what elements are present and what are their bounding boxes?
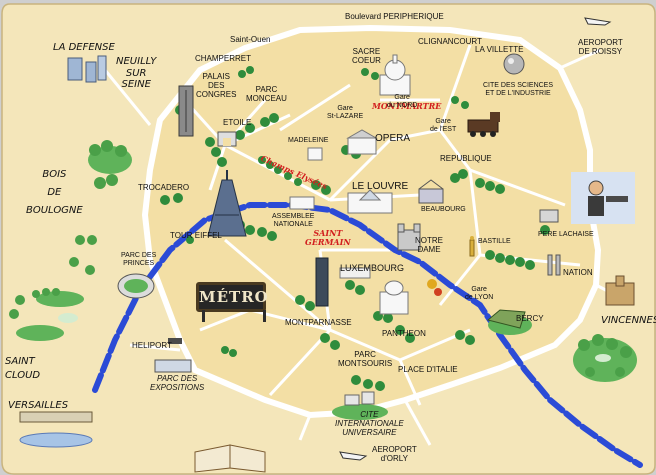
label-saint-germain: SAINT GERMAIN [305,228,351,248]
label-peripherique: Boulevard PERIPHERIQUE [345,12,444,21]
label-cite-sciences: CITE DES SCIENCES ET DE L'INDUSTRIE [483,82,554,98]
palais-des-congres-tower-icon [178,85,194,137]
label-neuilly: NEUILLY SUR SEINE [116,56,157,90]
flowers-icon [427,279,442,296]
parc-expositions-icon [154,359,192,373]
louvre-icon [347,189,393,214]
assemblee-nationale-icon [289,196,315,210]
airplane-roissy-icon [584,17,612,26]
cite-des-sciences-geode-icon [503,53,525,75]
nation-column-icon [547,254,561,276]
arc-de-triomphe-icon [217,131,237,147]
label-gare-est: Gare de l'EST [430,118,457,134]
label-bastille: BASTILLE [478,238,511,245]
label-luxembourg: LUXEMBOURG [340,263,405,273]
montparnasse-tower-icon [315,257,329,307]
pantheon-icon [379,280,409,315]
bois-de-vincennes-greenery [573,334,637,382]
tourist-photographer-icon [571,172,635,224]
label-parc-montsouris: PARC MONTSOURIS [338,350,393,369]
label-notre-dame: NOTRE DAME [415,236,443,255]
label-vincennes: VINCENNES [601,315,656,326]
parc-des-princes-stadium-icon [117,273,155,299]
helicopter-icon [168,338,182,344]
label-beaubourg: BEAUBOURG [421,206,466,213]
pere-lachaise-icon [539,209,559,223]
label-montparnasse: MONTPARNASSE [285,318,352,327]
label-nation: NATION [563,268,593,277]
eiffel-tower-icon [207,170,247,237]
label-place-italie: PLACE D'ITALIE [398,365,458,374]
cite-universitaire-building-icon [344,391,375,406]
label-aeroport-roissy: AEROPORT DE ROISSY [578,38,623,57]
bois-de-boulogne-greenery [9,140,132,341]
label-parc-expositions: PARC DES EXPOSITIONS [150,374,205,393]
luxembourg-palace-icon [339,267,371,279]
opera-icon [346,129,378,155]
vincennes-castle-icon [605,275,635,306]
label-cite-universitaire: CITE INTERNATIONALE UNIVERSAIRE [335,410,404,438]
cite-universitaire-lawn [332,404,388,420]
label-gare-st-lazare: Gare St-LAZARE [327,105,364,121]
label-pere-lachaise: PERE LACHAISE [538,231,594,238]
label-saint-cloud: SAINT CLOUD [5,356,41,381]
label-bercy: BERCY [516,314,544,323]
label-opera: OPERA [375,133,411,144]
label-gare-nord: Gare du NORD [387,94,418,110]
label-montmartre: MONTMARTRE [372,101,442,111]
label-assemblee: ASSEMBLEE NATIONALE [272,213,315,229]
label-parc-princes: PARC DES PRINCES [121,252,157,268]
label-trocadero: TROCADERO [138,183,190,192]
label-parc-monceau: PARC MONCEAU [246,85,287,104]
label-madeleine: MADELEINE [288,137,329,144]
bastille-column-icon [469,236,475,257]
label-heliport: HELIPORT [132,341,172,350]
label-la-villette: LA VILLETTE [475,45,524,54]
steam-train-icon [467,112,500,137]
label-versailles: VERSAILLES [8,400,69,411]
airplane-orly-icon [339,451,368,461]
label-aeroport-orly: AEROPORT d'ORLY [372,445,417,464]
label-tour-eiffel: TOUR EIFFEL [170,231,222,240]
label-clignancourt: CLIGNANCOURT [418,37,482,46]
label-etoile: ETOILE [223,118,252,127]
bercy-building-icon [486,309,526,329]
seine-river [92,202,643,468]
label-saint-ouen: Saint-Ouen [230,35,271,44]
beaubourg-icon [418,179,444,204]
label-bois-boulogne: BOIS DE BOULOGNE [26,169,83,216]
label-republique: REPUBLIQUE [440,154,492,163]
label-le-louvre: LE LOUVRE [352,181,409,192]
label-gare-lyon: Gare de LYON [465,286,494,302]
label-pantheon: PANTHEON [382,329,426,338]
metro-sign-text: MÉTRO [199,288,269,306]
label-palais-congres: PALAIS DES CONGRES [196,72,237,100]
versailles-palace-icon [19,411,93,448]
la-defense-icon [67,55,107,83]
label-champerret: CHAMPERRET [195,54,252,63]
metro-sign-posts [202,310,266,322]
label-sacre-coeur: SACRE COEUR [352,47,381,66]
sacre-coeur-icon [379,54,411,96]
label-la-defense: LA DEFENSE [53,42,115,53]
open-book-icon [194,444,266,473]
notre-dame-icon [397,223,421,251]
madeleine-icon [307,147,323,161]
metro-sign: MÉTRO [196,282,269,312]
